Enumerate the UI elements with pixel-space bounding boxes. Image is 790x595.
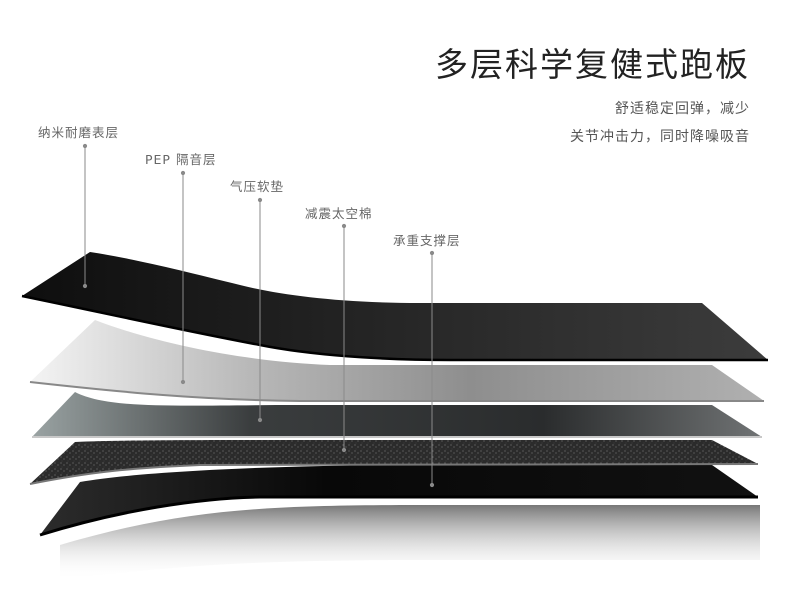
floor-shadow <box>60 505 760 580</box>
layer-pep <box>30 320 764 401</box>
layer-support <box>40 465 758 535</box>
label-air-cushion: 气压软垫 <box>230 179 285 194</box>
page-title: 多层科学复健式跑板 <box>435 45 750 84</box>
layer-surface <box>22 252 768 360</box>
label-support: 承重支撑层 <box>393 233 461 248</box>
layer-air-cushion <box>32 392 762 437</box>
label-pep: PEP 隔音层 <box>145 152 217 167</box>
subtitle-line-2: 关节冲击力，同时降噪吸音 <box>570 129 750 145</box>
label-foam: 减震太空棉 <box>305 206 373 221</box>
label-surface: 纳米耐磨表层 <box>38 125 120 140</box>
layer-foam <box>30 440 758 484</box>
subtitle-line-1: 舒适稳定回弹，减少 <box>615 101 750 117</box>
